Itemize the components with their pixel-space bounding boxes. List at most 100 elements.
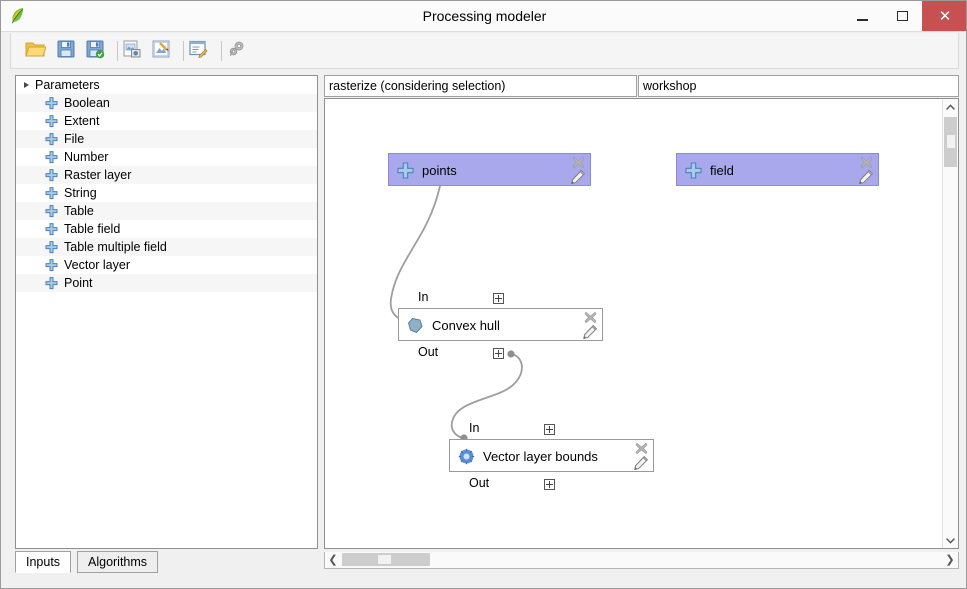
expand-inputs-box[interactable] bbox=[493, 293, 504, 304]
expand-outputs-box[interactable] bbox=[493, 348, 504, 359]
edit-help-icon bbox=[188, 39, 208, 64]
plus-parameter-icon bbox=[45, 151, 58, 164]
tree-item-string[interactable]: String bbox=[16, 184, 317, 202]
scroll-thumb-grip bbox=[378, 555, 391, 564]
tree-item-point[interactable]: Point bbox=[16, 274, 317, 292]
tree-root-label: Parameters bbox=[35, 78, 100, 92]
export-as-image-button[interactable] bbox=[119, 38, 145, 64]
tree-item-raster-layer[interactable]: Raster layer bbox=[16, 166, 317, 184]
tree-item-label: Vector layer bbox=[64, 258, 131, 272]
save-model-button[interactable] bbox=[53, 38, 79, 64]
close-x-icon[interactable] bbox=[859, 155, 874, 170]
tree-item-table-multiple-field[interactable]: Table multiple field bbox=[16, 238, 317, 256]
scroll-right-arrow-icon[interactable]: ❯ bbox=[945, 554, 955, 566]
plus-parameter-icon bbox=[397, 162, 414, 179]
main-toolbar bbox=[10, 33, 959, 69]
tree-item-table-field[interactable]: Table field bbox=[16, 220, 317, 238]
model-node-label: Vector layer bounds bbox=[483, 449, 598, 464]
tree-item-extent[interactable]: Extent bbox=[16, 112, 317, 130]
run-model-button[interactable] bbox=[223, 38, 249, 64]
model-node-label: points bbox=[422, 163, 457, 178]
close-x-icon[interactable] bbox=[583, 310, 598, 325]
tree-item-file[interactable]: File bbox=[16, 130, 317, 148]
tree-item-label: Table multiple field bbox=[64, 240, 167, 254]
tree-item-vector-layer[interactable]: Vector layer bbox=[16, 256, 317, 274]
plus-parameter-icon bbox=[45, 223, 58, 236]
model-node-field[interactable]: field bbox=[676, 153, 879, 186]
pencil-edit-icon[interactable] bbox=[633, 455, 649, 471]
tree-item-label: Raster layer bbox=[64, 168, 132, 182]
tree-item-boolean[interactable]: Boolean bbox=[16, 94, 317, 112]
tree-item-number[interactable]: Number bbox=[16, 148, 317, 166]
horizontal-scroll-thumb[interactable] bbox=[342, 553, 430, 566]
plus-parameter-icon bbox=[45, 133, 58, 146]
algorithm-name-input[interactable]: rasterize (considering selection) bbox=[324, 75, 637, 97]
plus-parameter-icon bbox=[45, 277, 58, 290]
port-label-out: Out bbox=[469, 476, 490, 490]
pencil-edit-icon[interactable] bbox=[858, 169, 874, 185]
plus-parameter-icon bbox=[45, 259, 58, 272]
port-label-out: Out bbox=[418, 345, 439, 359]
floppy-save-as-icon bbox=[85, 39, 105, 64]
gear-blue-icon bbox=[458, 448, 475, 465]
expand-inputs-box[interactable] bbox=[544, 424, 555, 435]
tree-item-table[interactable]: Table bbox=[16, 202, 317, 220]
vertical-scroll-thumb[interactable] bbox=[944, 117, 957, 167]
tab-inputs[interactable]: Inputs bbox=[15, 551, 72, 573]
maximize-icon bbox=[896, 11, 908, 21]
plus-parameter-icon bbox=[45, 187, 58, 200]
canvas-horizontal-scrollbar[interactable]: ❮ ❯ bbox=[324, 552, 959, 569]
tree-item-label: Boolean bbox=[64, 96, 110, 110]
expand-triangle-icon[interactable] bbox=[24, 82, 29, 88]
tab-algorithms[interactable]: Algorithms bbox=[77, 551, 159, 573]
model-name-fields: rasterize (considering selection) worksh… bbox=[324, 75, 959, 97]
tree-item-label: String bbox=[64, 186, 97, 200]
save-model-as-button[interactable] bbox=[82, 38, 108, 64]
tree-root-parameters[interactable]: Parameters bbox=[16, 76, 317, 94]
scroll-left-arrow-icon[interactable]: ❮ bbox=[328, 554, 338, 566]
close-button[interactable]: ✕ bbox=[922, 1, 966, 31]
plus-parameter-icon bbox=[45, 115, 58, 128]
export-as-pdf-button[interactable] bbox=[148, 38, 174, 64]
minimize-button[interactable] bbox=[842, 1, 882, 31]
tree-item-label: File bbox=[64, 132, 85, 146]
group-name-input[interactable]: workshop bbox=[638, 75, 959, 97]
model-node-vector-layer-bounds[interactable]: Vector layer bounds bbox=[449, 439, 654, 472]
floppy-save-icon bbox=[56, 39, 76, 64]
toolbar-separator bbox=[221, 41, 222, 61]
port-label-in: In bbox=[469, 421, 480, 435]
canvas-vertical-scrollbar[interactable] bbox=[942, 99, 958, 548]
scroll-up-arrow-icon[interactable] bbox=[943, 99, 958, 115]
export-pdf-icon bbox=[151, 39, 171, 64]
tree-item-label: Extent bbox=[64, 114, 100, 128]
plus-parameter-icon bbox=[45, 169, 58, 182]
model-node-points[interactable]: points bbox=[388, 153, 591, 186]
pencil-edit-icon[interactable] bbox=[570, 169, 586, 185]
panel-tabs: Inputs Algorithms bbox=[15, 551, 318, 573]
model-node-label: Convex hull bbox=[432, 318, 500, 333]
maximize-button[interactable] bbox=[882, 1, 922, 31]
model-node-label: field bbox=[710, 163, 734, 178]
convex-hull-polygon-icon bbox=[407, 317, 424, 334]
plus-parameter-icon bbox=[45, 97, 58, 110]
tree-item-label: Number bbox=[64, 150, 109, 164]
open-model-button[interactable] bbox=[22, 38, 48, 64]
close-x-icon[interactable] bbox=[634, 441, 649, 456]
plus-parameter-icon bbox=[685, 162, 702, 179]
scroll-down-arrow-icon[interactable] bbox=[943, 532, 958, 548]
expand-outputs-box[interactable] bbox=[544, 479, 555, 490]
edit-help-button[interactable] bbox=[185, 38, 211, 64]
port-label-in: In bbox=[418, 290, 429, 304]
pencil-edit-icon[interactable] bbox=[582, 324, 598, 340]
tree-item-label: Table field bbox=[64, 222, 121, 236]
minimize-icon bbox=[856, 18, 868, 21]
close-x-icon[interactable] bbox=[571, 155, 586, 170]
qgis-leaf-icon bbox=[8, 5, 30, 27]
run-gears-icon bbox=[226, 39, 246, 64]
model-node-convex-hull[interactable]: Convex hull bbox=[398, 308, 603, 341]
toolbar-separator bbox=[117, 41, 118, 61]
